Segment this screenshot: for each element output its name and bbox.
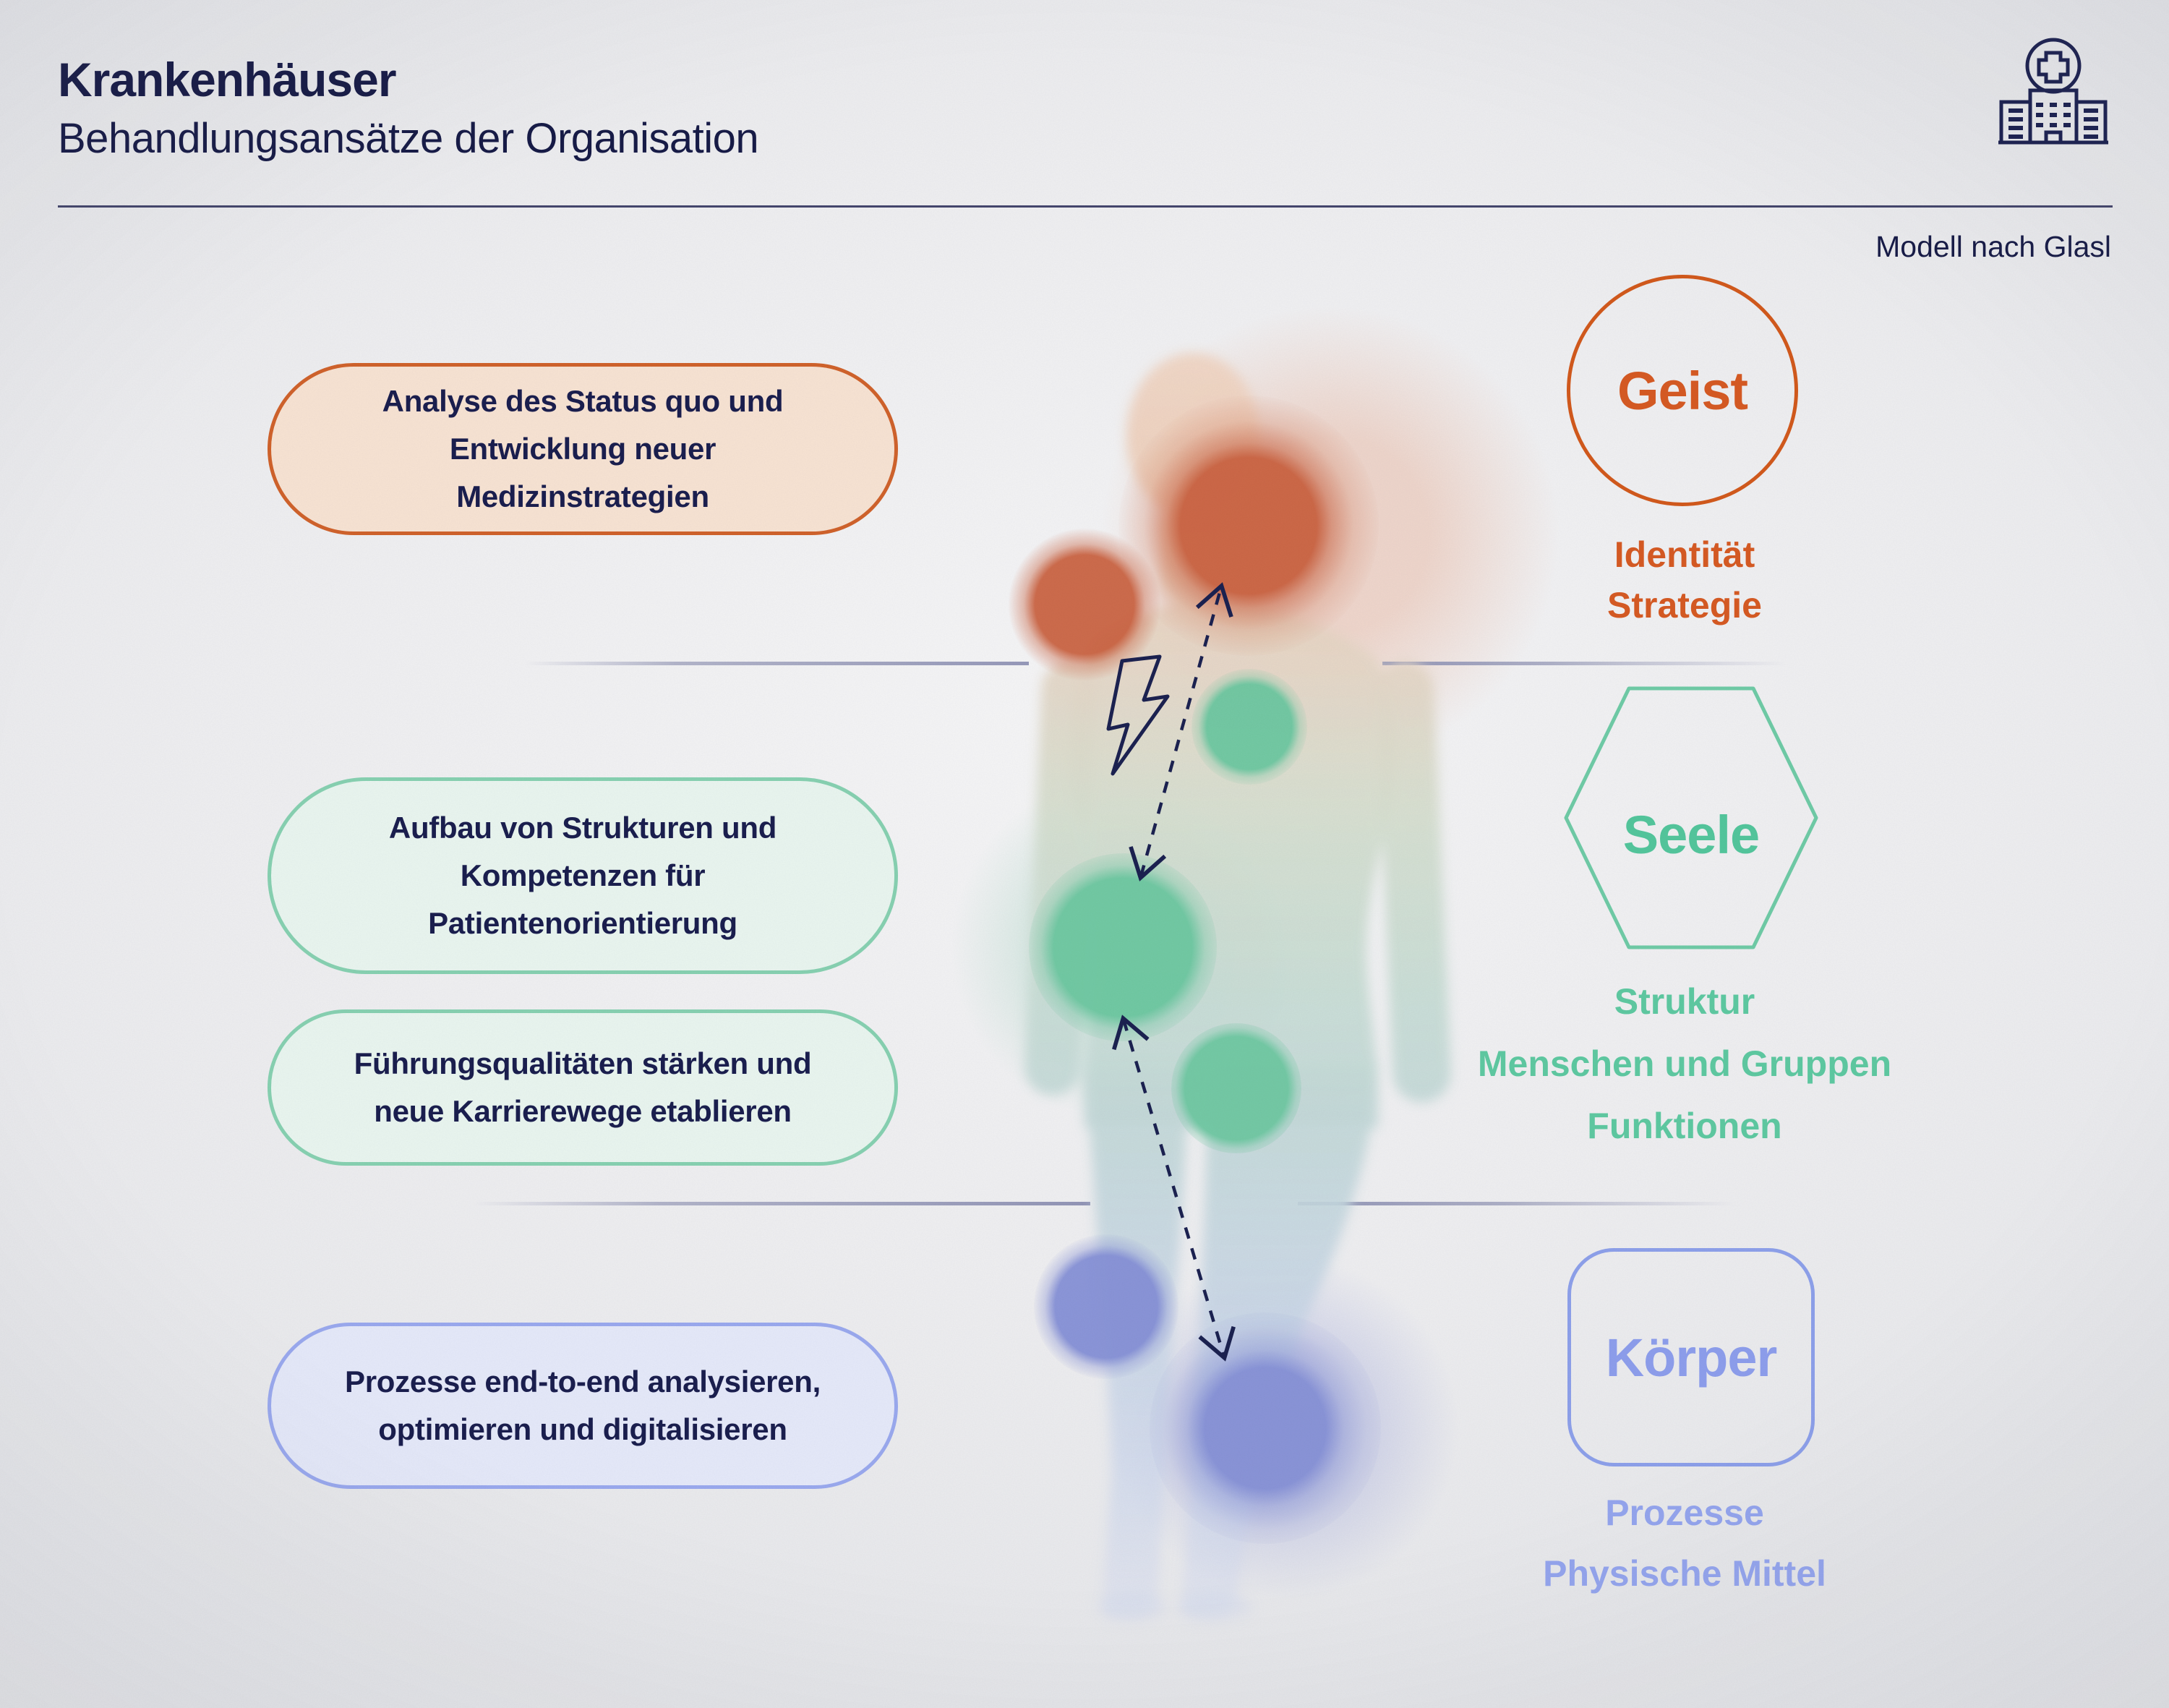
infographic-canvas: Krankenhäuser Behandlungsansätze der Org… [0, 0, 2169, 1708]
vignette-overlay [0, 0, 2169, 1708]
